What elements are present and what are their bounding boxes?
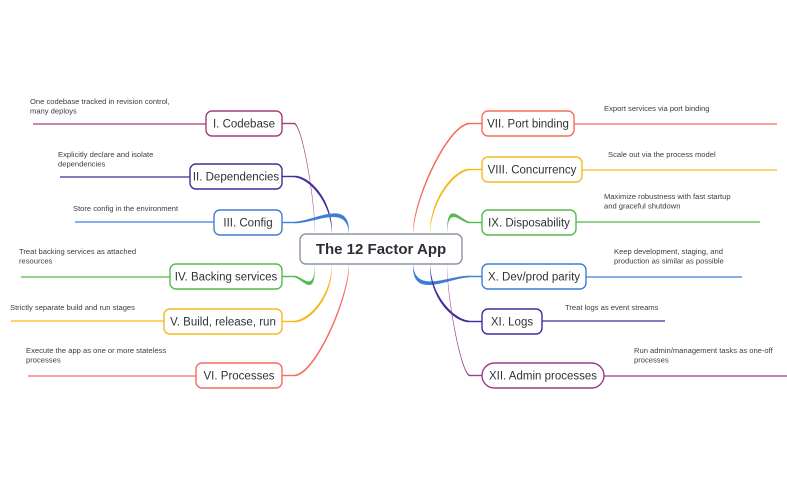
description-text-vi-processes: Execute the app as one or more stateless bbox=[26, 346, 166, 355]
description-text-iv-backing-services: resources bbox=[19, 257, 53, 266]
branch-curve-x-dev-prod-parity bbox=[413, 261, 470, 286]
branch-curve-ii-dependencies bbox=[294, 175, 332, 237]
description-lines-layer bbox=[11, 123, 787, 377]
branch-curve-ix-disposability bbox=[447, 213, 470, 237]
node-label-x-dev-prod-parity: X. Dev/prod parity bbox=[488, 272, 580, 284]
node-label-vi-processes: VI. Processes bbox=[204, 371, 275, 383]
description-text-v-build-release-run: Strictly separate build and run stages bbox=[10, 303, 135, 312]
node-label-i-codebase: I. Codebase bbox=[213, 119, 275, 131]
central-node-layer: The 12 Factor App bbox=[299, 233, 463, 265]
description-text-iii-config: Store config in the environment bbox=[73, 204, 179, 213]
branch-curve-iv-backing-services bbox=[294, 261, 315, 286]
description-text-i-codebase: many deploys bbox=[30, 107, 77, 116]
node-box-iv-backing-services[interactable] bbox=[169, 263, 283, 290]
node-box-vi-processes[interactable] bbox=[195, 362, 283, 389]
branch-curve-viii-concurrency bbox=[430, 168, 470, 237]
node-box-vii-port-binding[interactable] bbox=[481, 110, 575, 137]
node-box-xi-logs[interactable] bbox=[481, 308, 543, 335]
node-label-ii-dependencies: II. Dependencies bbox=[193, 172, 280, 184]
description-text-xii-admin-processes: Run admin/management tasks as one-off bbox=[634, 346, 774, 355]
description-text-xi-logs: Treat logs as event streams bbox=[565, 303, 659, 312]
node-stems-layer bbox=[282, 122, 482, 377]
description-text-i-codebase: One codebase tracked in revision control… bbox=[30, 97, 170, 106]
description-text-viii-concurrency: Scale out via the process model bbox=[608, 150, 716, 159]
central-node-label: The 12 Factor App bbox=[316, 241, 446, 258]
node-box-viii-concurrency[interactable] bbox=[481, 156, 583, 183]
description-text-vi-processes: processes bbox=[26, 356, 61, 365]
description-text-ii-dependencies: dependencies bbox=[58, 160, 105, 169]
node-label-ix-disposability: IX. Disposability bbox=[488, 218, 570, 230]
description-text-ii-dependencies: Explicitly declare and isolate bbox=[58, 150, 153, 159]
central-node-box[interactable] bbox=[299, 233, 463, 265]
node-box-iii-config[interactable] bbox=[213, 209, 283, 236]
description-text-iv-backing-services: Treat backing services as attached bbox=[19, 247, 136, 256]
node-label-iv-backing-services: IV. Backing services bbox=[175, 272, 278, 284]
node-box-xii-admin-processes[interactable] bbox=[481, 362, 605, 389]
node-label-vii-port-binding: VII. Port binding bbox=[487, 119, 569, 131]
description-text-vii-port-binding: Export services via port binding bbox=[604, 104, 710, 113]
node-box-x-dev-prod-parity[interactable] bbox=[481, 263, 587, 290]
node-box-ix-disposability[interactable] bbox=[481, 209, 577, 236]
node-box-ii-dependencies[interactable] bbox=[189, 163, 283, 190]
branch-curves-layer bbox=[294, 122, 470, 377]
description-text-x-dev-prod-parity: Keep development, staging, and bbox=[614, 247, 723, 256]
node-label-viii-concurrency: VIII. Concurrency bbox=[488, 165, 577, 177]
description-text-ix-disposability: and graceful shutdown bbox=[604, 202, 680, 211]
node-box-i-codebase[interactable] bbox=[205, 110, 283, 137]
description-text-ix-disposability: Maximize robustness with fast startup bbox=[604, 192, 731, 201]
node-label-xii-admin-processes: XII. Admin processes bbox=[489, 371, 597, 383]
description-text-layer: One codebase tracked in revision control… bbox=[10, 97, 774, 365]
node-label-iii-config: III. Config bbox=[223, 218, 272, 230]
node-box-v-build-release-run[interactable] bbox=[163, 308, 283, 335]
description-text-x-dev-prod-parity: production as similar as possible bbox=[614, 257, 724, 266]
description-text-xii-admin-processes: processes bbox=[634, 356, 669, 365]
branch-curve-v-build-release-run bbox=[294, 261, 332, 323]
branch-curve-iii-config bbox=[294, 213, 349, 237]
node-label-v-build-release-run: V. Build, release, run bbox=[170, 317, 276, 329]
node-label-xi-logs: XI. Logs bbox=[491, 317, 533, 329]
branch-curve-xi-logs bbox=[430, 261, 470, 323]
